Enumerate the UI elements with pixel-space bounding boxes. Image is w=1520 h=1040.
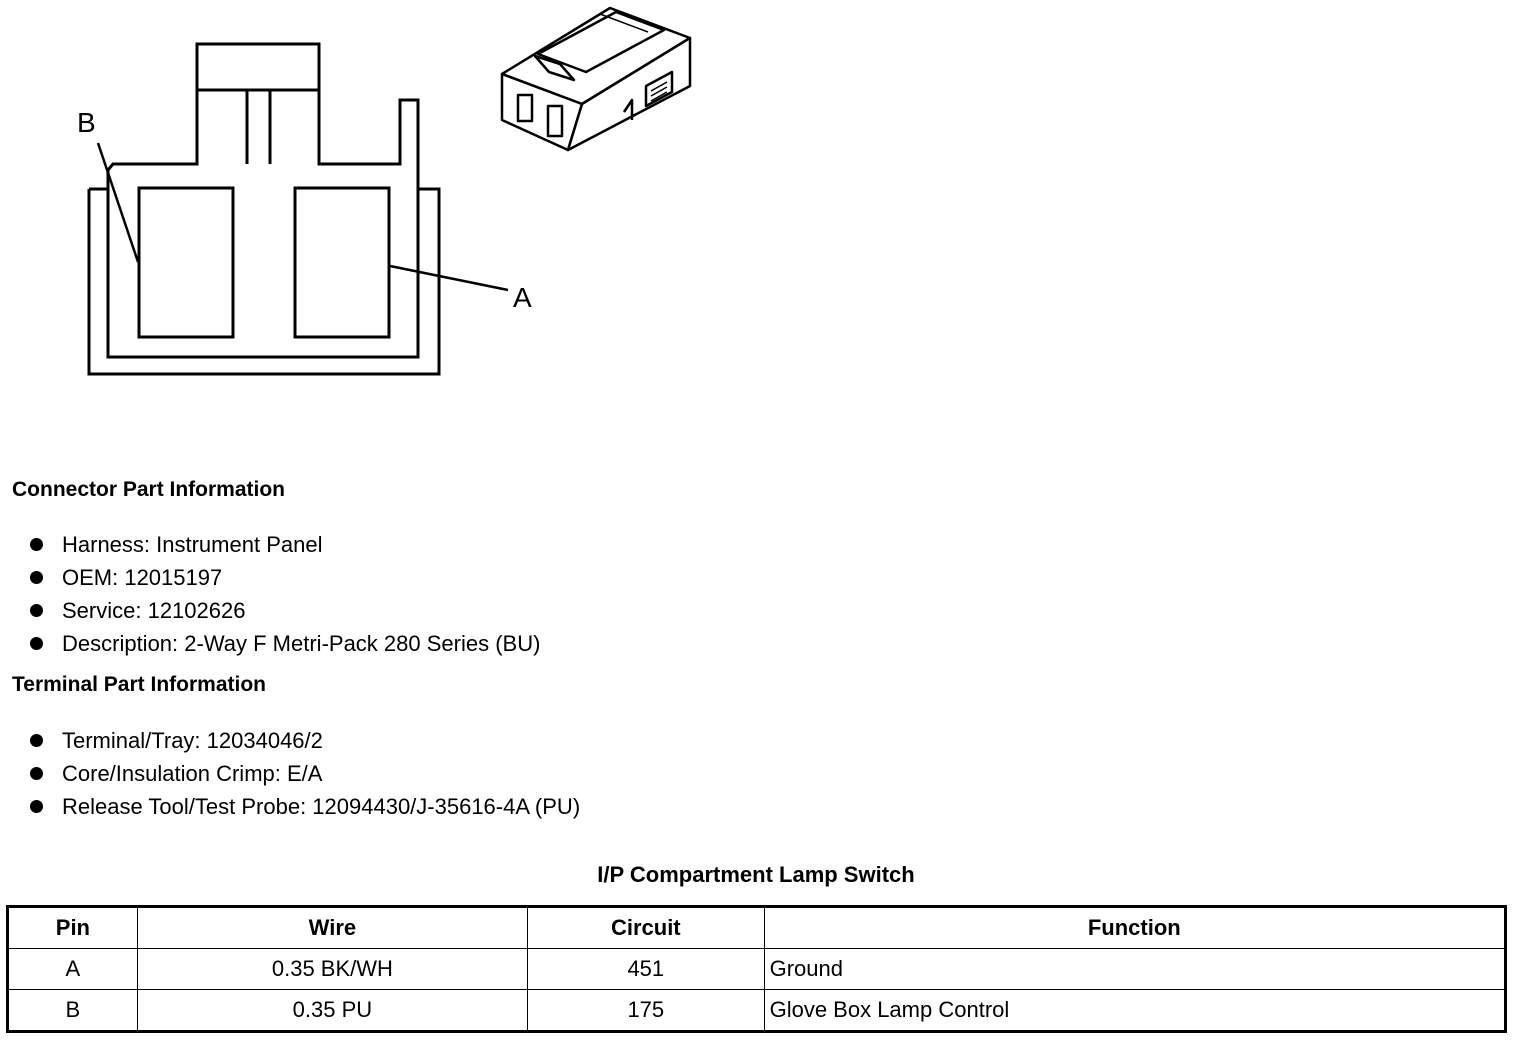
list-item: Service: 12102626 bbox=[30, 594, 540, 627]
cavity-label-b: B bbox=[77, 107, 96, 138]
connector-isometric-view bbox=[500, 6, 692, 152]
header-circuit: Circuit bbox=[527, 906, 765, 949]
pin-table-title: I/P Compartment Lamp Switch bbox=[597, 862, 915, 887]
connector-info-title: Connector Part Information bbox=[12, 478, 286, 501]
table-row: B 0.35 PU 175 Glove Box Lamp Control bbox=[7, 989, 1507, 1032]
list-item: OEM: 12015197 bbox=[30, 561, 540, 594]
list-item: Harness: Instrument Panel bbox=[30, 528, 540, 561]
list-item: Core/Insulation Crimp: E/A bbox=[30, 757, 580, 790]
cell-pin: B bbox=[7, 989, 138, 1032]
connector-diagram: B A bbox=[77, 6, 692, 376]
terminal-info-title: Terminal Part Information bbox=[12, 673, 266, 696]
header-pin: Pin bbox=[7, 906, 138, 949]
cell-pin: A bbox=[7, 948, 138, 990]
list-item: Description: 2-Way F Metri-Pack 280 Seri… bbox=[30, 627, 540, 660]
cell-function: Glove Box Lamp Control bbox=[763, 989, 1507, 1032]
table-row: A 0.35 BK/WH 451 Ground bbox=[7, 948, 1507, 990]
header-wire: Wire bbox=[136, 906, 529, 949]
cell-wire: 0.35 BK/WH bbox=[136, 948, 529, 990]
connector-info-list: Harness: Instrument Panel OEM: 12015197 … bbox=[30, 528, 540, 660]
header-function: Function bbox=[763, 906, 1507, 949]
list-item: Release Tool/Test Probe: 12094430/J-3561… bbox=[30, 790, 580, 823]
cell-function: Ground bbox=[763, 948, 1507, 990]
cell-circuit: 451 bbox=[527, 948, 765, 990]
terminal-info-list: Terminal/Tray: 12034046/2 Core/Insulatio… bbox=[30, 724, 580, 823]
cavity-b bbox=[137, 186, 235, 339]
cavity-label-a: A bbox=[513, 282, 532, 313]
list-item: Terminal/Tray: 12034046/2 bbox=[30, 724, 580, 757]
cell-circuit: 175 bbox=[527, 989, 765, 1032]
cavity-a bbox=[293, 186, 391, 339]
table-header-row: Pin Wire Circuit Function bbox=[7, 906, 1507, 949]
cell-wire: 0.35 PU bbox=[136, 989, 529, 1032]
pin-table: Pin Wire Circuit Function A 0.35 BK/WH 4… bbox=[6, 905, 1507, 1033]
connector-front-view bbox=[87, 42, 509, 376]
